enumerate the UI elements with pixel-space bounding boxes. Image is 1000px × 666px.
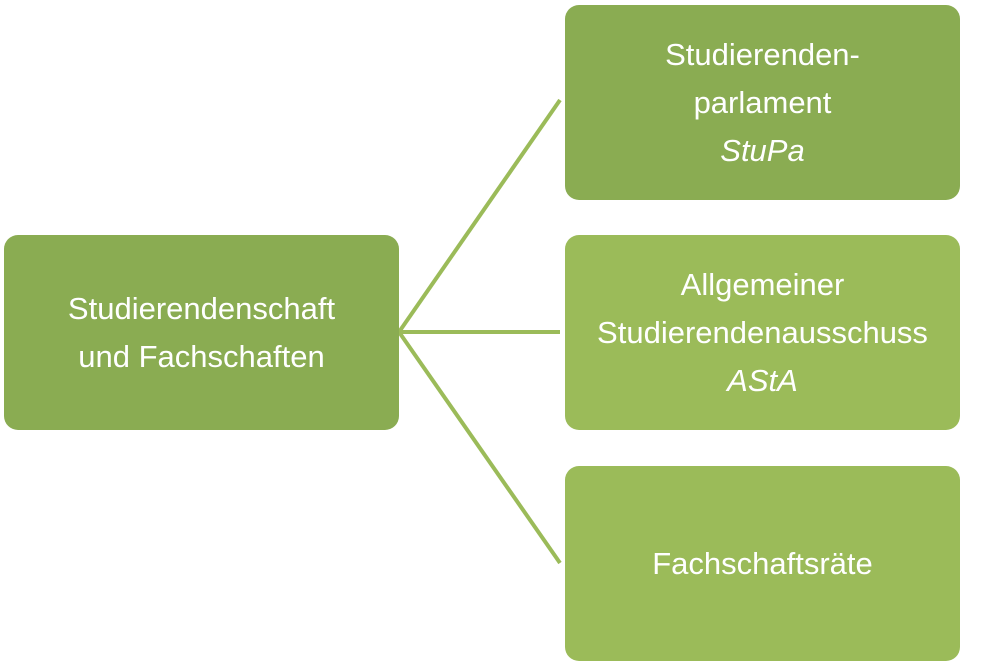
asta-abbreviation: AStA — [727, 362, 798, 398]
asta-line-2: Studierendenausschuss — [597, 314, 928, 350]
stupa-abbreviation: StuPa — [720, 132, 805, 168]
child-node-fachschaftsraete: Fachschaftsräte — [565, 466, 960, 661]
root-node-line-2: und Fachschaften — [78, 338, 325, 374]
fachschaftsraete-label: Fachschaftsräte — [652, 545, 873, 581]
child-node-stupa: Studierenden- parlament StuPa — [565, 5, 960, 200]
connector-to-stupa — [397, 98, 562, 334]
stupa-line-2: parlament — [693, 84, 832, 120]
child-node-asta: Allgemeiner Studierendenausschuss AStA — [565, 235, 960, 430]
root-node-studierendenschaft: Studierendenschaft und Fachschaften — [4, 235, 399, 430]
stupa-line-1: Studierenden- — [665, 36, 860, 72]
root-node-line-1: Studierendenschaft — [67, 290, 336, 326]
connector-to-fachschaftsraete — [397, 330, 562, 565]
asta-line-1: Allgemeiner — [680, 266, 845, 302]
